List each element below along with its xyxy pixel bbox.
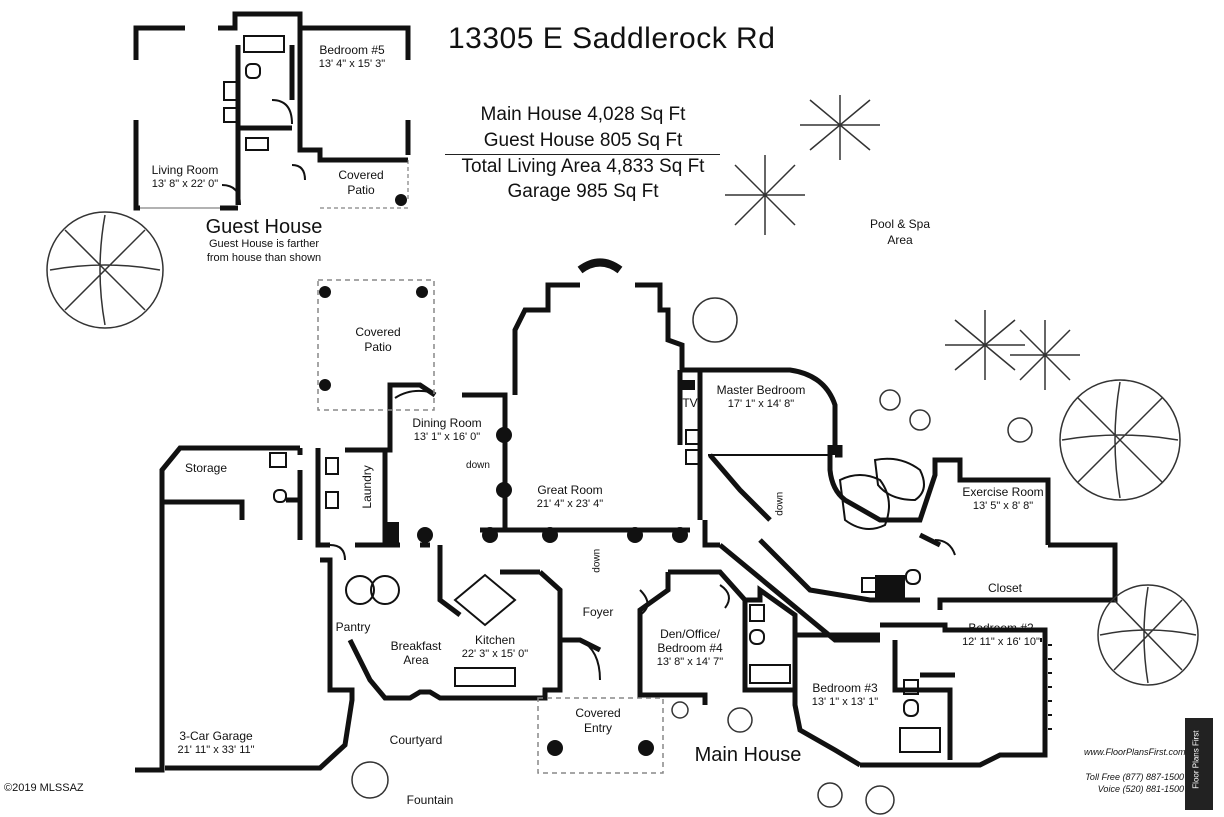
laundry-label: Laundry: [360, 465, 375, 509]
copyright-text: ©2019 MLSSAZ: [4, 782, 84, 794]
room-name-bedroom-3: Bedroom #3: [812, 681, 878, 695]
address-title: 13305 E Saddlerock Rd: [448, 22, 776, 55]
room-dims-bedroom-5: 13' 4" x 15' 3": [318, 58, 386, 70]
stairs-down-dining: down: [466, 460, 490, 471]
pantry-label: Pantry: [335, 620, 371, 634]
breakfast-label-2: Area: [403, 653, 429, 667]
room-name-kitchen: Kitchen: [474, 633, 516, 647]
room-name-garage: 3-Car Garage: [179, 729, 253, 743]
interior-details: [269, 389, 1052, 753]
closet-label: Closet: [987, 581, 1022, 595]
main-patio-label-2: Patio: [364, 340, 392, 354]
tree-icon: [1059, 379, 1181, 501]
room-dims-guest-living: 13' 8" x 22' 0": [151, 178, 219, 190]
room-dims-master-bedroom: 17' 1" x 14' 8": [727, 398, 795, 410]
room-dims-den: 13' 8" x 14' 7": [656, 656, 724, 668]
guest-patio-outline: [140, 160, 409, 209]
area-main-house: Main House 4,028 Sq Ft: [480, 104, 686, 125]
guest-house-note-1: Guest House is farther: [208, 238, 320, 250]
tv-label: TV: [682, 396, 698, 410]
stairs-down-hall: down: [774, 491, 786, 516]
stairs-down-foyer: down: [591, 548, 603, 573]
room-dims-garage: 21' 11" x 33' 11": [177, 744, 255, 756]
brand-voice: Voice (520) 881-1500: [1097, 784, 1184, 794]
guest-house-walls: [133, 11, 411, 211]
room-name-master-bedroom: Master Bedroom: [716, 383, 806, 397]
area-guest-house: Guest House 805 Sq Ft: [483, 130, 683, 151]
area-divider: [445, 154, 720, 155]
room-name-bedroom-2: Bedroom #2: [968, 621, 1034, 635]
brand-logo-text: Floor Plans First: [1191, 730, 1201, 789]
room-dims-bedroom-3: 13' 1" x 13' 1": [811, 696, 879, 708]
room-name-den-1: Den/Office/: [660, 627, 720, 641]
landscape: [46, 95, 1199, 815]
room-name-great-room: Great Room: [537, 483, 603, 497]
room-name-den-2: Bedroom #4: [657, 641, 723, 655]
area-total-living: Total Living Area 4,833 Sq Ft: [461, 156, 705, 177]
fountain-label: Fountain: [406, 793, 454, 807]
brand-url: www.FloorPlansFirst.com: [1084, 747, 1186, 757]
room-name-guest-living: Living Room: [151, 163, 219, 177]
guest-house-fixtures: [221, 35, 306, 206]
columns: [319, 194, 905, 756]
pool-label-1: Pool & Spa: [869, 217, 931, 231]
guest-patio-label-2: Patio: [347, 183, 375, 197]
area-garage: Garage 985 Sq Ft: [507, 181, 659, 202]
palm-icon: [725, 95, 1080, 390]
room-dims-dining: 13' 1" x 16' 0": [413, 431, 481, 443]
covered-entry-label-1: Covered: [575, 706, 621, 720]
covered-outlines: [317, 279, 664, 774]
room-name-bedroom-5: Bedroom #5: [319, 43, 385, 57]
guest-house-note-2: from house than shown: [206, 252, 322, 264]
breakfast-label-1: Breakfast: [390, 639, 442, 653]
tree-icon: [1097, 584, 1199, 686]
room-dims-exercise: 13' 5" x 8' 8": [972, 500, 1034, 512]
brand-toll-free: Toll Free (877) 887-1500: [1085, 772, 1184, 782]
courtyard-label: Courtyard: [389, 733, 443, 747]
main-patio-label-1: Covered: [355, 325, 401, 339]
pool-label-2: Area: [887, 233, 913, 247]
room-dims-great-room: 21' 4" x 23' 4": [536, 498, 604, 510]
floorplansfirst-logo: [1185, 718, 1213, 810]
room-name-exercise: Exercise Room: [962, 485, 1044, 499]
room-dims-kitchen: 22' 3" x 15' 0": [461, 648, 529, 660]
room-dims-bedroom-2: 12' 11" x 16' 10": [962, 636, 1040, 648]
guest-house-title: Guest House: [205, 216, 323, 238]
guest-patio-label-1: Covered: [338, 168, 384, 182]
covered-entry-label-2: Entry: [583, 721, 612, 735]
foyer-label: Foyer: [582, 605, 614, 619]
shrub-icon: [351, 297, 1033, 815]
storage-label: Storage: [184, 461, 228, 475]
room-name-dining: Dining Room: [412, 416, 482, 430]
main-house-title: Main House: [694, 744, 802, 766]
main-house-walls: [135, 258, 1118, 773]
tree-icon: [46, 211, 164, 329]
